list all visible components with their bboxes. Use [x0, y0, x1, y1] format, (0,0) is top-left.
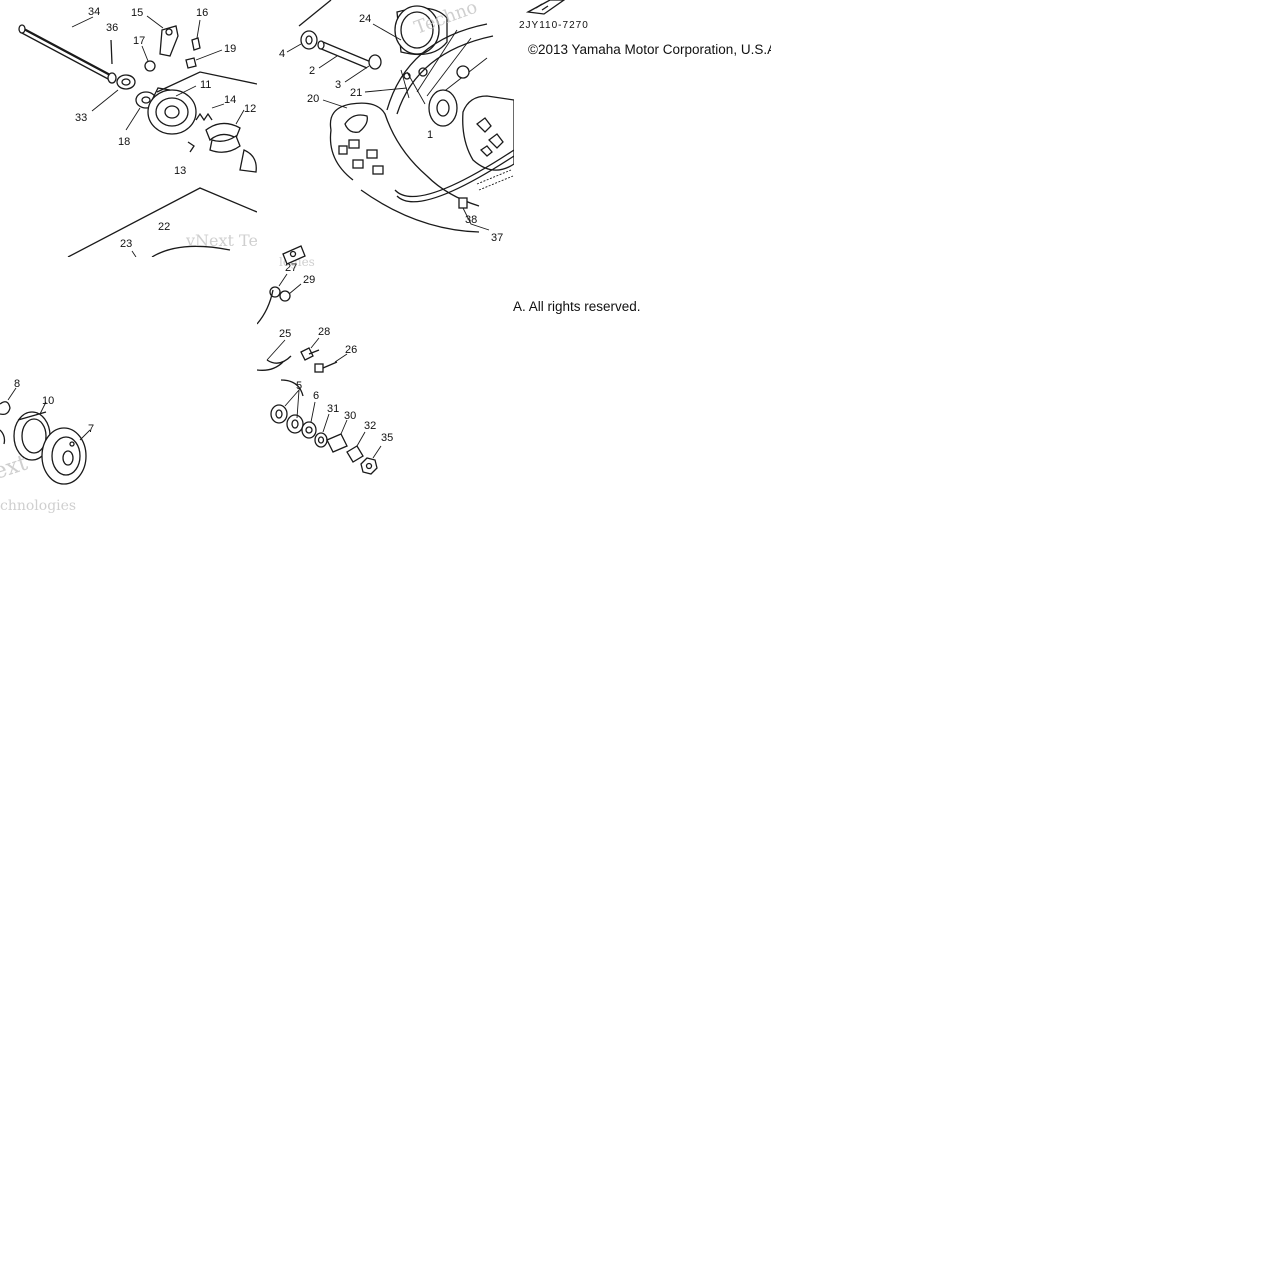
part-label-7: 7 [88, 423, 94, 435]
part-label-22: 22 [158, 221, 170, 233]
rear-hub-part-1 [403, 67, 458, 127]
part-label-26: 26 [345, 344, 357, 356]
rights-text: A. All rights reserved. [513, 299, 641, 314]
sprocket [462, 95, 514, 171]
part-label-29: 29 [303, 274, 315, 286]
drum-part-10 [13, 411, 51, 461]
bolt-part-28 [300, 347, 320, 361]
brake-shoe-part-12 [205, 122, 241, 153]
part-label-19: 19 [224, 43, 236, 55]
part-label-38: 38 [465, 214, 477, 226]
diagram-tile-top-right [514, 0, 771, 60]
spacer-part-2 [317, 40, 372, 69]
brake-lever-part-15 [159, 25, 179, 57]
axle-part-34 [18, 24, 117, 84]
tire-part-20 [329, 102, 480, 233]
part-label-1: 1 [427, 129, 433, 141]
part-label-5: 5 [296, 380, 302, 392]
part-label-34: 34 [88, 6, 100, 18]
bearing-part-5 [270, 404, 304, 434]
diagram-reference-code: 2JY110-7270 [519, 20, 589, 31]
part-label-32: 32 [364, 420, 376, 432]
part-label-4: 4 [279, 48, 285, 60]
part-label-16: 16 [196, 7, 208, 19]
part-label-21: 21 [350, 87, 362, 99]
spring-part-14 [195, 112, 213, 122]
part-label-23: 23 [120, 238, 132, 250]
bearing-part-4 [300, 30, 318, 50]
part-label-6: 6 [313, 390, 319, 402]
axle-nut-part-35 [360, 457, 378, 475]
hub-part-7 [41, 427, 87, 485]
part-label-36: 36 [106, 22, 118, 34]
watermark-text: chnologies [0, 498, 76, 514]
diagram-tile-middle-center: logies 27 29 25 [257, 244, 514, 480]
part-label-35: 35 [381, 432, 393, 444]
part-label-11: 11 [200, 79, 211, 91]
brake-shoe-plate-part-11 [147, 87, 197, 135]
part-label-24: 24 [359, 13, 371, 25]
part-label-15: 15 [131, 7, 143, 19]
diagram-tile-middle-left: 8 10 7 ext chnologies [0, 350, 110, 514]
diagram-tile-top-center: 4 2 3 24 [257, 0, 514, 257]
hub-drum-part-24 [394, 5, 448, 56]
part-label-30: 30 [344, 410, 356, 422]
diagram-tile-top-left: 34 36 33 15 16 17 [0, 0, 257, 257]
part-label-2: 2 [309, 65, 315, 77]
copyright-text: ©2013 Yamaha Motor Corporation, U.S.A [528, 42, 771, 57]
part-label-3: 3 [335, 79, 341, 91]
nut-part-33 [116, 74, 136, 90]
part-label-12: 12 [244, 103, 256, 115]
part-label-17: 17 [133, 35, 145, 47]
bracket-part-27 [269, 245, 306, 302]
part-label-33: 33 [75, 112, 87, 124]
part-label-31: 31 [327, 403, 339, 415]
part-label-27: 27 [285, 262, 297, 274]
bolt-part-26 [314, 361, 338, 373]
part-label-14: 14 [224, 94, 236, 106]
watermark-text: vNext Tec [185, 231, 257, 250]
part-label-18: 18 [118, 136, 130, 148]
part-label-13: 13 [174, 165, 186, 177]
part-label-37: 37 [491, 232, 503, 244]
part-label-8: 8 [14, 378, 20, 390]
part-label-10: 10 [42, 395, 54, 407]
part-label-25: 25 [279, 328, 291, 340]
part-label-20: 20 [307, 93, 319, 105]
part-label-28: 28 [318, 326, 330, 338]
